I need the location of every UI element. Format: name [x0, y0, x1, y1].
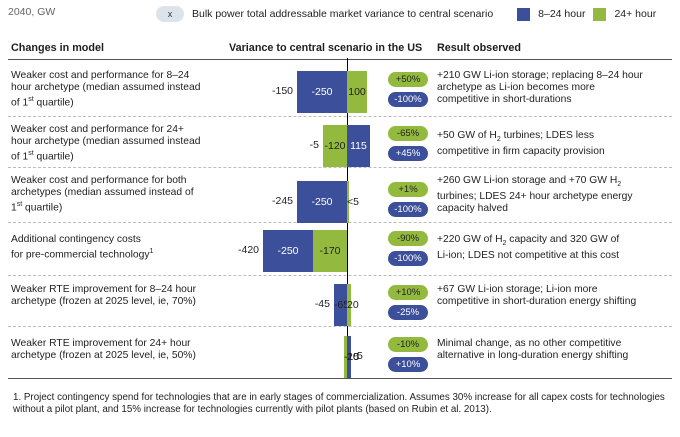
total-label: -5 [309, 139, 319, 151]
total-label: -245 [271, 195, 293, 207]
result-row-1: +210 GW Li-ion storage; replacing 8–24 h… [437, 70, 643, 106]
pill-24h-plus: +50% [388, 72, 428, 87]
header-rule [8, 59, 672, 60]
bar-8-24h: 115 [347, 125, 370, 167]
legend-title: Bulk power total addressable market vari… [192, 8, 494, 20]
bar-24h-plus: -15 [344, 336, 359, 378]
legend-swatch-long [593, 7, 607, 21]
row-separator [8, 275, 672, 276]
bar-8-24h: -250 [297, 71, 347, 113]
bar-24h-plus: 100 [347, 71, 367, 113]
pill-8-24h: -100% [388, 202, 428, 217]
change-row-2: Weaker cost and performance for 24+hour … [11, 124, 201, 163]
pill-24h-plus: +1% [388, 182, 428, 197]
total-label: -150 [271, 85, 293, 97]
bar-24h-plus: -120 [323, 125, 347, 167]
pill-8-24h: -25% [388, 305, 428, 320]
pill-8-24h: -100% [388, 92, 428, 107]
bottom-rule [8, 378, 672, 379]
pill-8-24h: -100% [388, 251, 428, 266]
pill-8-24h: +10% [388, 357, 428, 372]
legend-label-short: 8–24 hour [538, 8, 586, 20]
bar-24h-plus: <5 [347, 181, 359, 223]
legend-marker-pill: x [156, 6, 184, 22]
pill-24h-plus: -65% [388, 126, 428, 141]
legend: x Bulk power total addressable market va… [156, 6, 656, 22]
bar-8-24h: -250 [297, 181, 347, 223]
row-separator [8, 116, 672, 117]
column-header-variance: Variance to central scenario in the US [229, 42, 423, 54]
pill-24h-plus: -90% [388, 231, 428, 246]
column-header-changes: Changes in model [11, 42, 104, 54]
legend-label-long: 24+ hour [614, 8, 657, 20]
bar-24h-plus: 20 [347, 284, 359, 326]
total-label: -420 [237, 244, 259, 256]
bar-24h-plus: -170 [313, 230, 347, 272]
legend-swatch-short [517, 7, 531, 21]
column-header-result: Result observed [437, 42, 522, 54]
pill-24h-plus: +10% [388, 285, 428, 300]
total-label: -45 [314, 298, 330, 310]
bar-8-24h: -250 [263, 230, 313, 272]
pill-8-24h: +45% [388, 146, 428, 161]
row-separator [8, 326, 672, 327]
total-label: 5 [357, 350, 363, 362]
footnote: 1. Project contingency spend for technol… [13, 392, 665, 416]
bar-8-24h: -65 [334, 284, 349, 326]
row-separator [8, 167, 672, 168]
unit-label: 2040, GW [8, 6, 56, 18]
pill-24h-plus: -10% [388, 337, 428, 352]
